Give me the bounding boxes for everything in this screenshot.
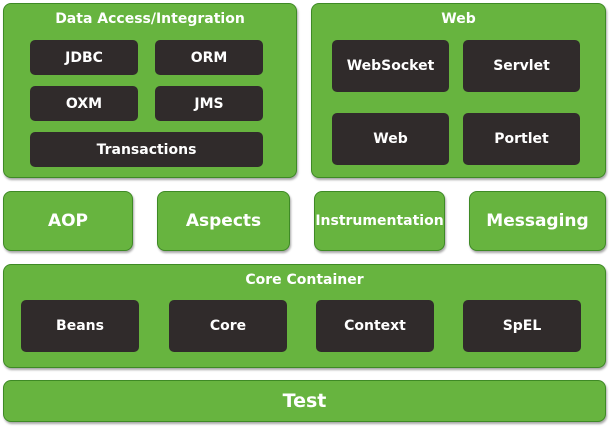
data-access-group: Data Access/Integration JDBC ORM OXM JMS…	[3, 3, 297, 178]
web-title: Web	[441, 11, 476, 27]
module-transactions: Transactions	[30, 132, 263, 167]
module-jdbc: JDBC	[30, 40, 138, 75]
module-jms: JMS	[155, 86, 263, 121]
data-access-title: Data Access/Integration	[55, 11, 245, 27]
module-core: Core	[169, 300, 287, 352]
module-aspects: Aspects	[157, 191, 290, 251]
module-websocket: WebSocket	[332, 40, 449, 92]
core-container-group: Core Container Beans Core Context SpEL	[3, 264, 606, 368]
web-group: Web WebSocket Servlet Web Portlet	[311, 3, 606, 178]
module-instrumentation: Instrumentation	[314, 191, 445, 251]
module-spel: SpEL	[463, 300, 581, 352]
module-test: Test	[3, 380, 606, 422]
module-orm: ORM	[155, 40, 263, 75]
module-oxm: OXM	[30, 86, 138, 121]
module-servlet: Servlet	[463, 40, 580, 92]
module-messaging: Messaging	[469, 191, 606, 251]
module-beans: Beans	[21, 300, 139, 352]
module-web: Web	[332, 113, 449, 165]
module-portlet: Portlet	[463, 113, 580, 165]
module-aop: AOP	[3, 191, 133, 251]
module-context: Context	[316, 300, 434, 352]
core-container-title: Core Container	[245, 272, 364, 288]
